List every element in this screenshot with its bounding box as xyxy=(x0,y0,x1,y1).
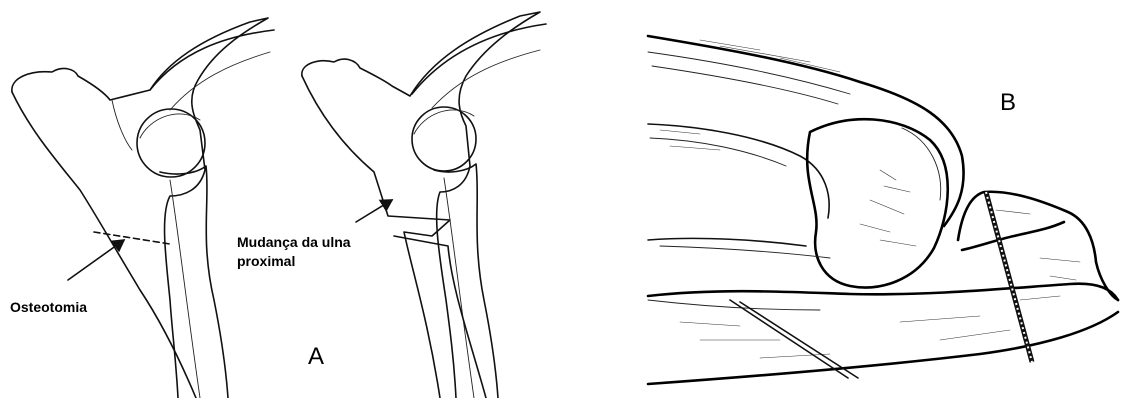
ulna-outline-before xyxy=(12,92,196,398)
fixation-screw xyxy=(986,192,1032,362)
panel-label-a: A xyxy=(308,343,324,370)
elbow-drawing-before xyxy=(12,18,274,398)
elbow-drawing-after xyxy=(302,12,546,398)
humerus-outline-before xyxy=(12,18,268,398)
osteotomy-arrow xyxy=(68,240,124,280)
fixation-wire xyxy=(730,300,858,378)
radius-before xyxy=(160,166,228,398)
osteotomy-label: Osteotomia xyxy=(10,299,87,315)
panel-label-b: B xyxy=(1000,89,1016,116)
humerus-outline-after xyxy=(302,12,540,398)
ulna-shift-label-line1: Mudança da ulna xyxy=(237,234,351,250)
humeral-condyle-before xyxy=(137,109,205,177)
osteotomy-line xyxy=(94,232,170,244)
ulna-shift-label-line2: proximal xyxy=(237,253,295,269)
humeral-condyle-after xyxy=(412,107,476,171)
elbow-drawing-fixation xyxy=(648,36,1118,384)
osteotomy-gap xyxy=(962,222,1064,250)
